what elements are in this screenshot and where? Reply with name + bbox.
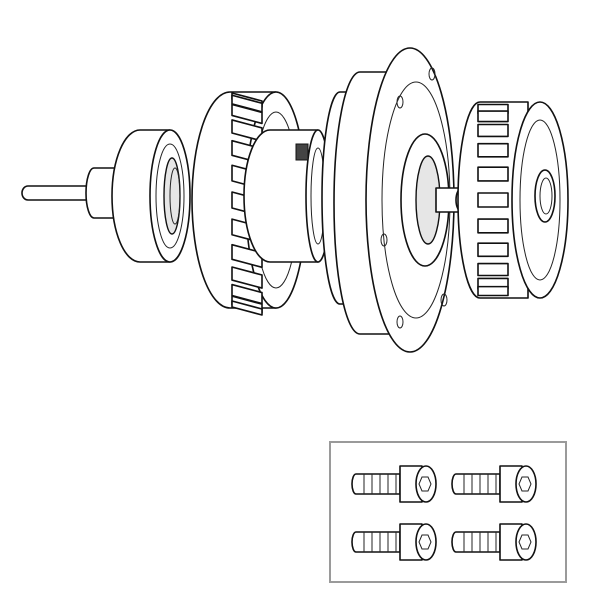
- spur-tooth: [477, 262, 509, 277]
- hardware-kit-panel: [329, 441, 567, 583]
- socket-head-cap-screw-icon: [351, 523, 437, 561]
- screw-head-face: [415, 465, 437, 503]
- screw-shank: [451, 531, 501, 553]
- spur-tooth: [477, 285, 509, 297]
- socket-head-cap-screw-icon: [451, 523, 537, 561]
- hex-socket-icon: [518, 534, 532, 550]
- screw-shank: [451, 473, 501, 495]
- spur-tooth: [477, 110, 509, 123]
- socket-head-cap-screw-icon: [451, 465, 537, 503]
- flange-housing-icon: [321, 47, 469, 353]
- socket-head-cap-screw-icon: [351, 465, 437, 503]
- hex-socket-icon: [418, 534, 432, 550]
- spur-tooth: [477, 242, 509, 258]
- spur-tooth: [477, 142, 509, 158]
- screw-shank: [351, 531, 401, 553]
- spur-tooth: [477, 123, 509, 138]
- gear-tooth: [231, 243, 263, 269]
- rear-bearing-icon: [111, 129, 191, 263]
- gear-tooth: [231, 300, 263, 316]
- spur-gear-teeth: [477, 103, 509, 297]
- screw-grid: [351, 465, 537, 561]
- hex-socket-icon: [418, 476, 432, 492]
- gear-tooth: [231, 103, 263, 125]
- output-spur-gear-icon: [457, 101, 569, 299]
- screw-head-face: [415, 523, 437, 561]
- spur-tooth: [477, 192, 509, 208]
- screw-head-face: [515, 523, 537, 561]
- spur-tooth: [477, 166, 509, 182]
- screw-shank: [351, 473, 401, 495]
- gear-tooth: [231, 266, 263, 289]
- spur-tooth: [477, 218, 509, 234]
- hex-socket-icon: [518, 476, 532, 492]
- coupling-sleeve-icon: [243, 129, 331, 263]
- screw-head-face: [515, 465, 537, 503]
